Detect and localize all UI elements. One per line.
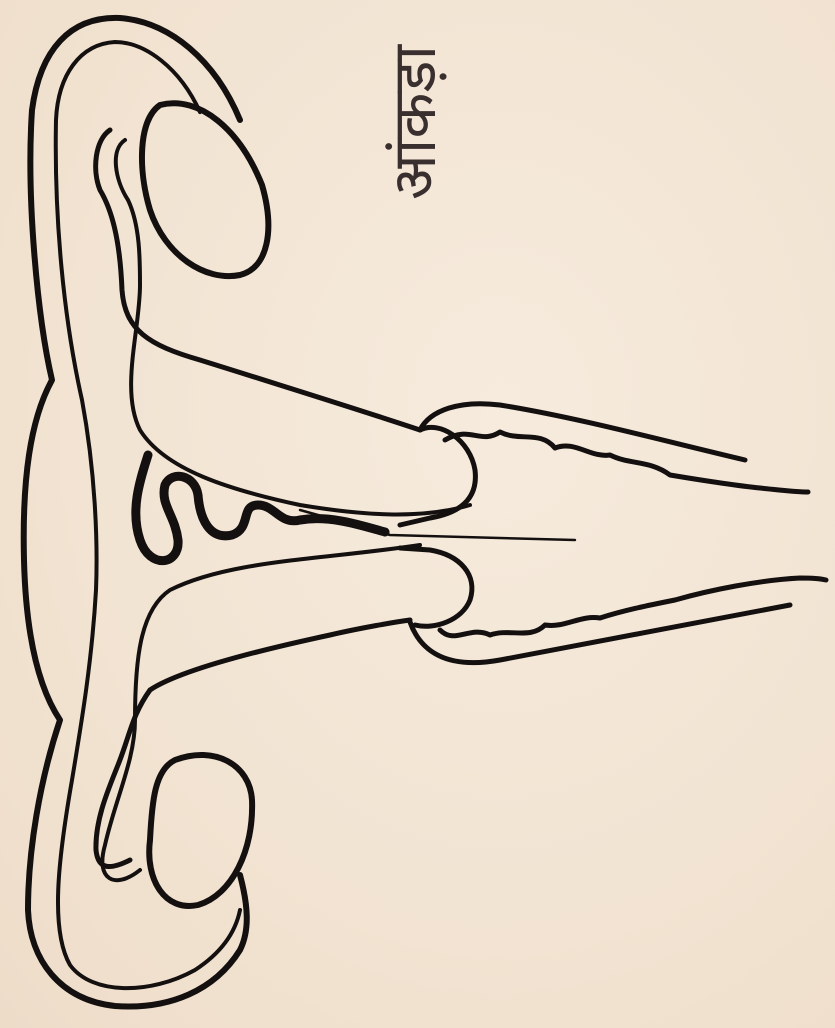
ovary-upper [142, 103, 268, 276]
ovary-lower [149, 755, 252, 906]
vagina-upper-rugae [445, 432, 808, 492]
uterine-cavity-folds [136, 455, 385, 561]
cervix-lower-edge [400, 548, 472, 626]
figure-caption: आंकड़ा [385, 0, 445, 200]
